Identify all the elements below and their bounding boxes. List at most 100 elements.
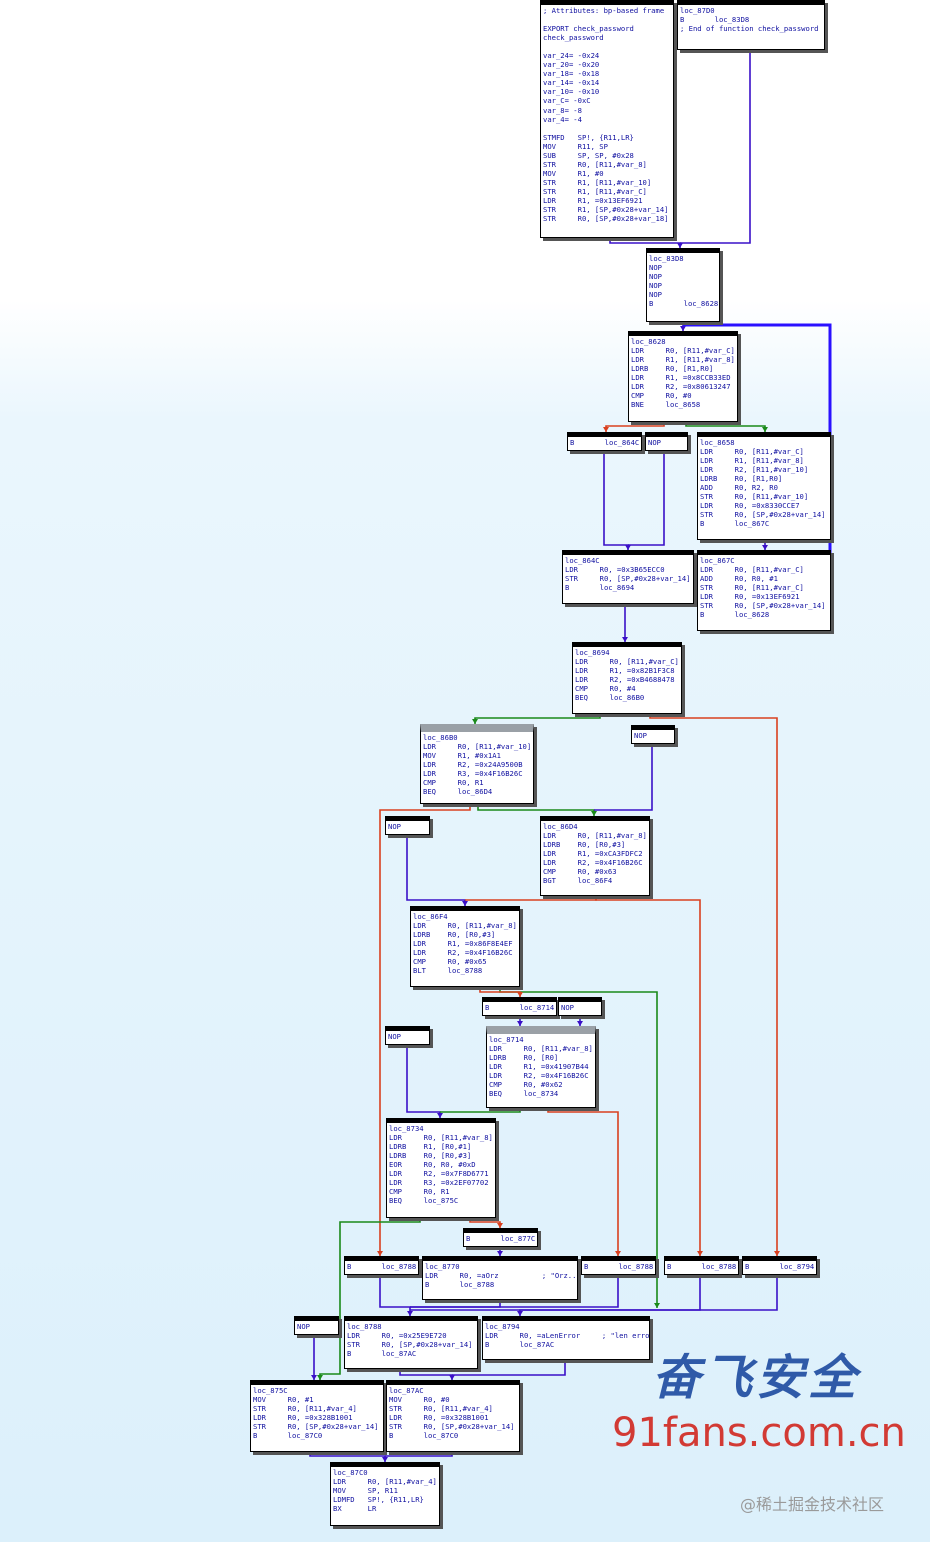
node-code: loc_875C MOV R0, #1 STR R0, [R11,#var_4]…: [253, 1386, 379, 1441]
edge-29: [410, 1300, 501, 1308]
cfg-node-loc-8714: loc_8714 LDR R0, [R11,#var_8] LDRB R0, […: [486, 1026, 596, 1108]
cfg-node-nop-d: NOP: [558, 997, 602, 1016]
node-code: loc_83D8 NOP NOP NOP NOP B loc_8628: [649, 254, 719, 309]
node-code: B loc_877C: [466, 1234, 536, 1243]
edge-22: [406, 1045, 441, 1118]
node-code: loc_864C LDR R0, =0x3B65ECC0 STR R0, [SP…: [565, 556, 691, 593]
cfg-node-loc-867C: loc_867C LDR R0, [R11,#var_C] ADD R0, R0…: [697, 550, 831, 631]
edge-arrow-3: [603, 427, 609, 432]
node-code: ; Attributes: bp-based frame EXPORT chec…: [543, 6, 669, 224]
cfg-node-loc-83D8: loc_83D8 NOP NOP NOP NOP B loc_8628: [646, 248, 720, 322]
edge-1: [680, 50, 751, 244]
site-watermark: 91fans.com.cn: [612, 1410, 906, 1456]
edge-arrow-28: [407, 1311, 413, 1316]
node-code: loc_87AC MOV R0, #0 STR R0, [R11,#var_4]…: [389, 1386, 515, 1441]
edge-11: [649, 714, 778, 1256]
edge-23: [440, 1108, 521, 1113]
cfg-node-loc-87AC: loc_87AC MOV R0, #0 STR R0, [R11,#var_4]…: [386, 1380, 520, 1452]
edge-0: [609, 238, 681, 248]
edge-5: [603, 451, 629, 550]
edge-arrow-2: [680, 326, 686, 331]
node-code: loc_8770 LDR R0, =aOrz ; "Orz..." B loc_…: [425, 1262, 577, 1290]
edge-arrow-8: [622, 637, 628, 642]
node-code: loc_86F4 LDR R0, [R11,#var_8] LDRB R0, […: [413, 912, 517, 976]
node-code: loc_8694 LDR R0, [R11,#var_C] LDR R1, =0…: [575, 648, 679, 703]
cfg-node-loc-86D4: loc_86D4 LDR R0, [R11,#var_8] LDRB R0, […: [540, 816, 650, 896]
cfg-node-nop-b: NOP: [631, 725, 675, 744]
edge-arrow-10: [472, 719, 478, 724]
edge-36: [309, 1452, 386, 1462]
node-code: B loc_864C: [570, 438, 640, 447]
node-code: loc_87C0 LDR R0, [R11,#var_4] MOV SP, R1…: [333, 1468, 437, 1514]
edge-13: [477, 804, 595, 816]
edge-35: [452, 1360, 566, 1376]
edge-arrow-19: [517, 992, 523, 997]
cfg-node-b-877C: B loc_877C: [463, 1228, 538, 1247]
node-code: loc_86B0 LDR R0, [R11,#var_10] MOV R1, #…: [423, 733, 532, 797]
cfg-node-nop-c: NOP: [385, 816, 430, 835]
node-code: NOP: [561, 1003, 574, 1012]
cfg-node-b-8788-c: B loc_8788: [664, 1256, 739, 1275]
edge-arrow-22: [437, 1113, 443, 1118]
node-code: loc_8794 LDR R0, =aLenError ; "len error…: [485, 1322, 650, 1350]
node-code: B loc_8788: [667, 1262, 737, 1271]
node-code: loc_8734 LDR R0, [R11,#var_8] LDRB R1, […: [389, 1124, 493, 1206]
cfg-node-loc-864C: loc_864C LDR R0, =0x3B65ECC0 STR R0, [SP…: [562, 550, 694, 604]
cfg-node-loc-87C0: loc_87C0 LDR R0, [R11,#var_4] MOV SP, R1…: [330, 1462, 440, 1526]
edge-24: [547, 1108, 619, 1256]
edge-arrow-0: [677, 243, 683, 248]
edge-14: [594, 744, 653, 811]
logo-watermark: 奋飞安全: [652, 1350, 861, 1406]
cfg-node-b-8788-a: B loc_8788: [344, 1256, 419, 1275]
cfg-node-loc-8628: loc_8628 LDR R0, [R11,#var_C] LDR R1, [R…: [628, 331, 738, 422]
edge-4: [685, 422, 766, 432]
edge-arrow-34: [449, 1375, 455, 1380]
credit-watermark: @稀土掘金技术社区: [740, 1495, 885, 1514]
edge-18: [499, 987, 658, 1308]
node-code: NOP: [648, 438, 661, 447]
cfg-node-b-8788-b: B loc_8788: [581, 1256, 656, 1275]
cfg-node-loc-86F4: loc_86F4 LDR R0, [R11,#var_8] LDRB R0, […: [410, 906, 520, 987]
cfg-node-loc-875C: loc_875C MOV R0, #1 STR R0, [R11,#var_4]…: [250, 1380, 384, 1452]
edge-arrow-4: [762, 427, 768, 432]
cfg-node-loc-86B0: loc_86B0 LDR R0, [R11,#var_10] MOV R1, #…: [420, 724, 534, 804]
edge-arrow-26: [497, 1223, 503, 1228]
edge-arrow-18: [654, 1303, 660, 1308]
edge-15: [406, 835, 466, 906]
edge-arrow-32: [517, 1311, 523, 1316]
node-code: NOP: [297, 1322, 310, 1331]
node-code: loc_8788 LDR R0, =0x25E9E720 STR R0, [SP…: [347, 1322, 473, 1359]
edge-arrow-33: [311, 1375, 317, 1380]
cfg-node-b-8794: B loc_8794: [742, 1256, 817, 1275]
edge-arrow-13: [591, 811, 597, 816]
edge-30: [410, 1275, 619, 1308]
edge-arrow-27: [497, 1251, 503, 1256]
edge-28: [379, 1275, 411, 1316]
node-code: NOP: [388, 822, 401, 831]
node-code: loc_8628 LDR R0, [R11,#var_C] LDR R1, [R…: [631, 337, 735, 410]
cfg-node-loc-8658: loc_8658 LDR R0, [R11,#var_C] LDR R1, [R…: [697, 432, 831, 540]
edge-10: [474, 714, 601, 724]
edge-3: [605, 422, 665, 432]
cfg-node-check-password: ; Attributes: bp-based frame EXPORT chec…: [540, 0, 674, 238]
edge-12: [379, 804, 471, 1256]
edge-arrow-15: [462, 901, 468, 906]
edge-arrow-36: [382, 1457, 388, 1462]
node-code: B loc_8788: [584, 1262, 654, 1271]
cfg-node-nop-f: NOP: [294, 1316, 339, 1335]
edge-arrow-12: [377, 1251, 383, 1256]
node-code: NOP: [634, 731, 647, 740]
cfg-node-b-8714: B loc_8714: [482, 997, 557, 1016]
edge-arrow-25: [317, 1375, 323, 1380]
edge-arrow-24: [615, 1251, 621, 1256]
edge-37: [385, 1452, 453, 1457]
node-code: NOP: [388, 1032, 401, 1041]
cfg-node-b-864c: B loc_864C: [567, 432, 642, 451]
edge-arrow-17: [697, 1251, 703, 1256]
edge-17: [595, 896, 701, 1256]
cfg-node-loc-8694: loc_8694 LDR R0, [R11,#var_C] LDR R1, =0…: [572, 642, 682, 714]
cfg-node-loc-8788: loc_8788 LDR R0, =0x25E9E720 STR R0, [SP…: [344, 1316, 478, 1369]
edge-arrow-7: [762, 545, 768, 550]
cfg-node-loc-87D0: loc_87D0 B loc_83D8 ; End of function ch…: [677, 0, 825, 50]
